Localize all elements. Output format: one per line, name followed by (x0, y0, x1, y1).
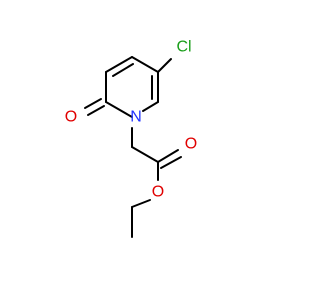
atom-labels: Cl O N O O (65, 39, 197, 201)
atom-ring-nitrogen: N (130, 109, 142, 126)
bond-c4-c3 (131, 56, 159, 73)
bond-cester-o-double-b (160, 156, 182, 169)
bond-n1-c6 (105, 101, 133, 118)
substituent-bonds (84, 58, 182, 238)
bond-cester-o-double-a (157, 149, 179, 163)
bond-c6-o-b (87, 105, 105, 116)
ring-bonds (105, 56, 159, 118)
bond-c6-o-a (84, 98, 102, 109)
molecule-structure: Cl O N O O (65, 39, 197, 238)
bond-c2-n1 (142, 101, 159, 112)
bond-o-ch2-ethyl (131, 199, 151, 208)
atom-ester-oxygen: O (152, 184, 164, 201)
bond-ch2-cester (131, 146, 159, 163)
atom-carbonyl-oxygen: O (185, 136, 197, 153)
atom-chlorine: Cl (176, 39, 191, 56)
bond-c3-cl (157, 58, 172, 73)
bond-c5-c4 (105, 56, 133, 73)
atom-ring-oxygen: O (65, 109, 77, 126)
bond-c5-c4-double (112, 63, 134, 77)
